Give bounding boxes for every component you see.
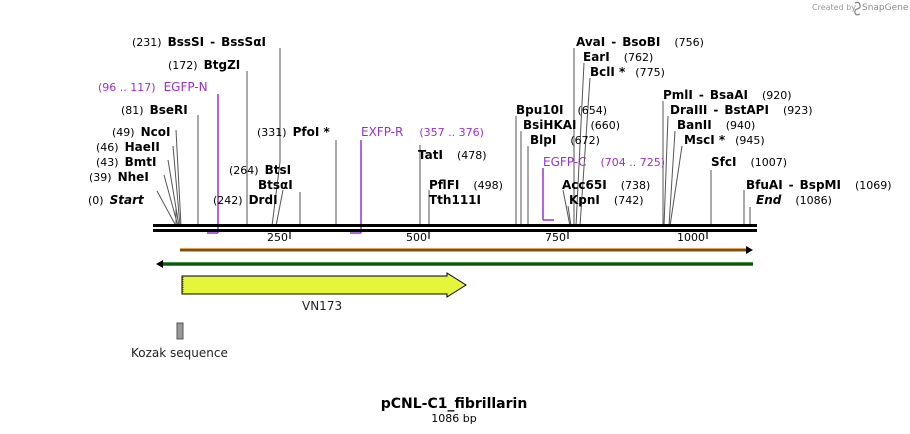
tick-750: 750 [545,231,566,244]
site-banii: BanII(940) [677,118,755,132]
credit-brand: SnapGene [862,3,909,13]
site-draiii: DraIII-BstAPI(923) [670,103,813,117]
site-bmti: (43)BmtI [96,155,156,169]
tick-500: 500 [406,231,427,244]
site-labels: (0)Start (39)NheI (43)BmtI (46)HaeII (49… [88,35,892,207]
site-pflfi: PflFI(498) [429,178,503,192]
dna-backbone [153,224,757,232]
primer-egfp-n: (96 .. 117)EGFP-N [98,80,208,94]
site-bsssi: (231)BssSI-BssSαI [132,35,266,49]
site-tth111i: Tth111I [429,193,481,207]
map-length: 1086 bp [431,412,476,425]
site-haeii: (46)HaeII [96,140,160,154]
site-pfoi: (331)PfoI * [257,125,330,139]
site-eari: EarI(762) [583,50,653,64]
site-blpi: BlpI(672) [530,133,600,147]
orf-reverse [156,260,753,268]
map-title: pCNL-C1_fibrillarin [381,396,528,412]
site-btgzi: (172)BtgZI [168,58,240,72]
site-avai: AvaI-BsoBI(756) [576,35,704,49]
ruler-ticks [289,232,708,239]
site-bpu10i: Bpu10I(654) [516,103,607,117]
site-start: (0)Start [88,193,145,207]
vn173-feature-arrow [181,272,467,298]
feature-label-vn173: VN173 [302,299,342,313]
site-pmli: PmlI-BsaAI(920) [663,88,792,102]
site-msci: MscI *(945) [684,133,765,147]
kozak-feature-box [176,322,184,340]
feature-label-kozak: Kozak sequence [131,346,228,360]
site-kpni: KpnI(742) [569,193,644,207]
site-bcli: BclI *(775) [590,65,665,79]
primer-egfp-c: EGFP-C(704 .. 725) [543,155,665,169]
site-btsi: (264)BtsI [229,163,291,177]
site-sfci: SfcI(1007) [711,155,787,169]
primer-exfp-r: EXFP-R(357 .. 376) [361,125,484,139]
site-nhei: (39)NheI [89,170,149,184]
site-ncoi: (49)NcoI [112,125,170,139]
site-tati: TatI(478) [418,148,487,162]
site-btsai: BtsαI [258,178,293,192]
credit-text: Created by [812,3,856,12]
snapgene-logo-icon [854,1,861,16]
orf-forward [180,246,753,254]
site-lines [156,48,751,227]
site-bsihkai: BsiHKAI(660) [523,118,620,132]
primer-marks [207,94,554,234]
tick-1000: 1000 [677,231,705,244]
primer-labels: (96 .. 117)EGFP-N EXFP-R(357 .. 376) EGF… [98,80,665,169]
site-acc65i: Acc65I(738) [562,178,650,192]
site-end: End(1086) [756,193,832,207]
site-drdi: (242)DrdI [213,193,278,207]
tick-250: 250 [267,231,288,244]
site-bfuai: BfuAI-BspMI(1069) [746,178,892,192]
site-bseri: (81)BseRI [121,103,188,117]
